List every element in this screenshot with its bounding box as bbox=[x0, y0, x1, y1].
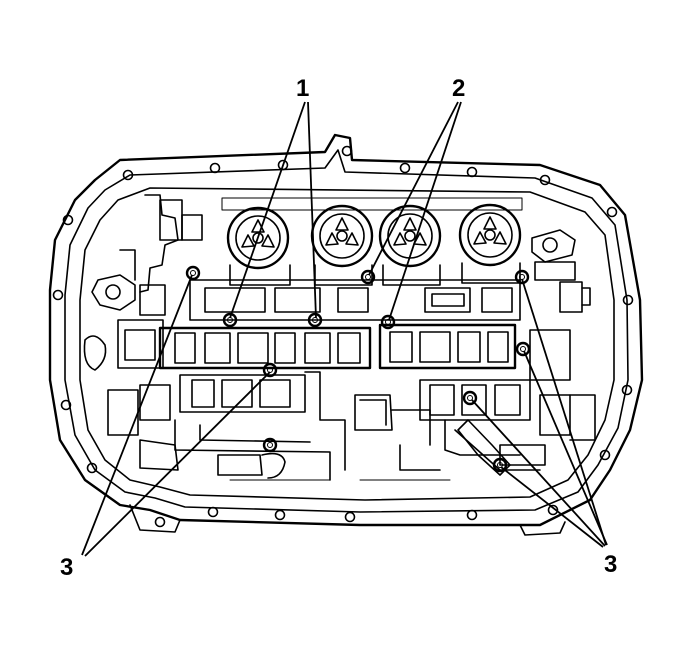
callout-2: 2 bbox=[452, 75, 465, 102]
left-components bbox=[83, 194, 203, 471]
right-components bbox=[499, 229, 596, 466]
solenoid-icon bbox=[457, 419, 511, 476]
leader-lines bbox=[81, 101, 608, 557]
housing-outline bbox=[48, 133, 644, 536]
bolt-icon bbox=[185, 265, 531, 473]
spool-valve-icon bbox=[158, 323, 531, 421]
perimeter-holes bbox=[52, 145, 634, 528]
callout-3-right: 3 bbox=[604, 551, 617, 578]
callout-1: 1 bbox=[296, 75, 309, 102]
upper-valve-bores bbox=[189, 279, 521, 321]
callout-3-left: 3 bbox=[60, 554, 73, 581]
